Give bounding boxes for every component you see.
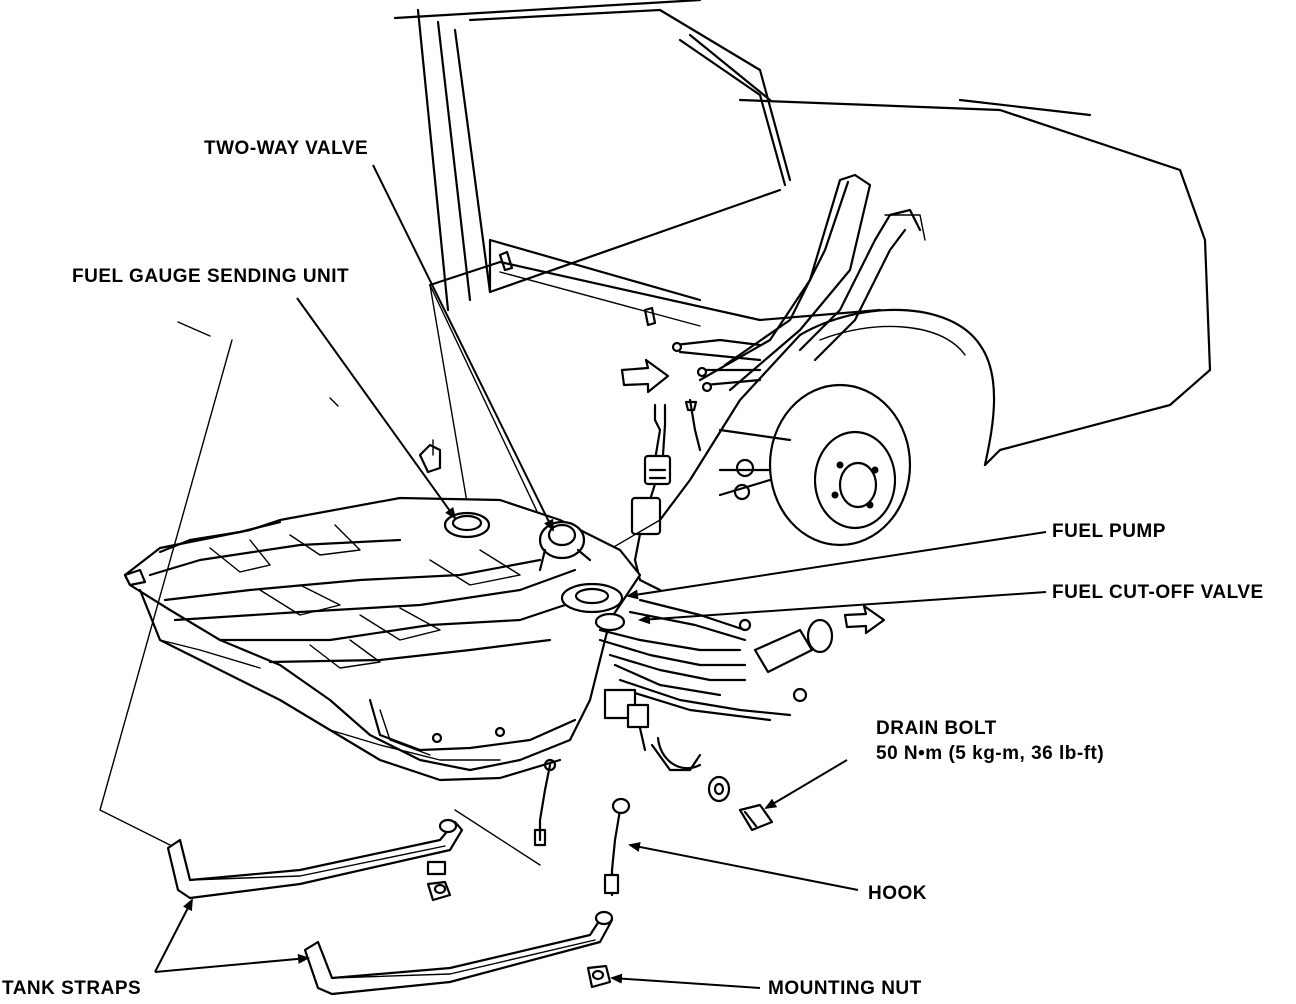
fuel-pump-label: FUEL PUMP (1052, 521, 1166, 542)
drain-bolt-leader (764, 759, 848, 810)
tank-straps-label: TANK STRAPS (2, 978, 142, 999)
drain-bolt-label: DRAIN BOLT (876, 718, 997, 739)
drain-bolt-torque-label: 50 N•m (5 kg-m, 36 lb-ft) (876, 743, 1105, 764)
two-way-valve-label: TWO-WAY VALVE (204, 138, 369, 159)
fuel-pump-leader (626, 531, 1047, 600)
drain-bolt-part (707, 775, 774, 832)
mounting-nut-leader (610, 973, 761, 989)
fuel-cut-off-valve-label: FUEL CUT-OFF VALVE (1052, 582, 1264, 603)
tank-straps-parts (99, 321, 631, 996)
car-body (393, 0, 1212, 635)
mounting-nut-label: MOUNTING NUT (768, 978, 922, 999)
tank-straps-leader-upper (154, 898, 193, 973)
leader-lines (154, 164, 1047, 989)
two-way-valve-leader (372, 164, 554, 532)
fuel-gauge-sending-unit-label: FUEL GAUGE SENDING UNIT (72, 266, 350, 287)
fuel-cut-off-valve-leader (638, 591, 1047, 625)
tank-straps-leader-lower (154, 953, 310, 973)
fuel-gauge-sending-unit-leader (296, 297, 457, 520)
hook-label: HOOK (868, 883, 927, 904)
hook-leader (628, 842, 859, 891)
fuel-tank (123, 439, 834, 847)
